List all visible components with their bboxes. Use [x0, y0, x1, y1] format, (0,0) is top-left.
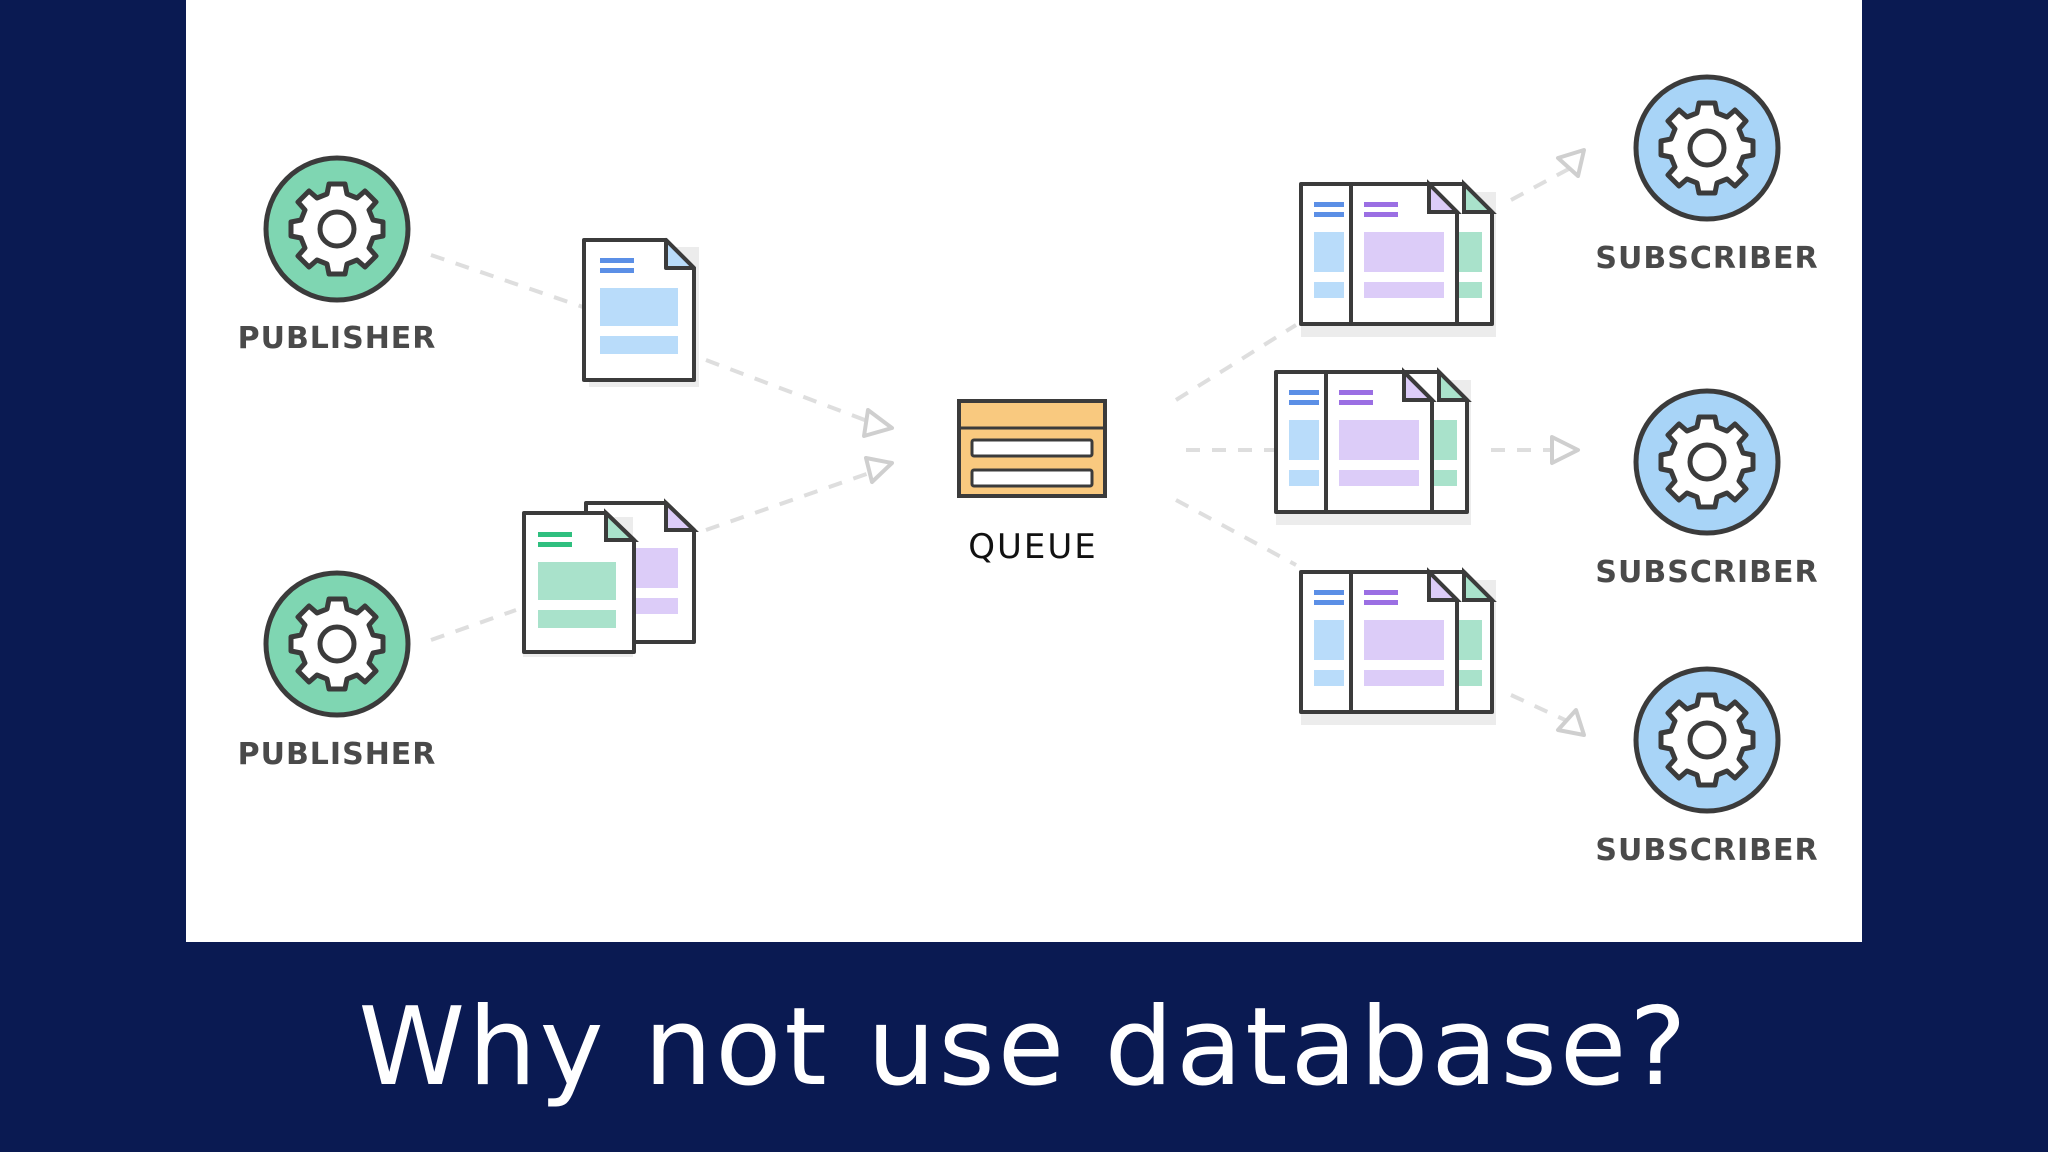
gear-icon	[1661, 695, 1753, 785]
subscriber-node-1: SUBSCRIBER	[1595, 74, 1818, 276]
message-document-icon	[582, 238, 699, 387]
publisher-node-2: PUBLISHER	[238, 570, 437, 772]
connector-arrowheads	[862, 148, 1586, 737]
gear-icon	[291, 599, 383, 689]
message-stack-icon	[522, 498, 699, 657]
publisher-label: PUBLISHER	[238, 737, 437, 772]
subscriber-node-2: SUBSCRIBER	[1595, 388, 1818, 590]
gear-icon	[1661, 103, 1753, 193]
queue-node: QUEUE	[957, 399, 1107, 567]
message-stack-icon	[1299, 567, 1497, 725]
slide-caption: Why not use database?	[358, 984, 1690, 1110]
subscriber-label: SUBSCRIBER	[1595, 241, 1818, 276]
subscriber-label: SUBSCRIBER	[1595, 555, 1818, 590]
gear-icon	[291, 184, 383, 274]
pubsub-diagram: PUBLISHER PUBLISHER	[238, 74, 1818, 868]
subscriber-label: SUBSCRIBER	[1595, 833, 1818, 868]
message-stack-icon	[1274, 367, 1472, 525]
publisher-node-1: PUBLISHER	[238, 155, 437, 356]
connector-lines	[430, 163, 1577, 727]
message-stack-icon	[1299, 179, 1497, 337]
diagram-panel: PUBLISHER PUBLISHER	[186, 0, 1862, 942]
subscriber-node-3: SUBSCRIBER	[1595, 666, 1818, 868]
publisher-label: PUBLISHER	[238, 321, 437, 356]
queue-label: QUEUE	[968, 527, 1098, 567]
gear-icon	[1661, 417, 1753, 507]
